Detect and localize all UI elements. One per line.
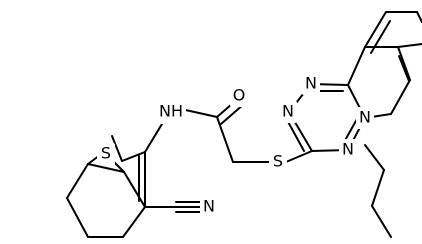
bond-propyl-2 <box>371 169 385 207</box>
bond-thiophene-c2-c3 <box>121 151 146 162</box>
triazine-n3-bg <box>339 139 357 161</box>
amide-nh-label: NH <box>159 102 183 121</box>
bond-indole-1 <box>347 46 366 86</box>
thioether-sulfur-bg <box>269 151 287 173</box>
bond-cyclohexane-3 <box>122 206 146 238</box>
carbonyl-oxygen-label: O <box>233 86 246 105</box>
bond-benzene-3 <box>416 11 422 23</box>
bond-propyl-3 <box>371 205 392 238</box>
triazine-n2-label: N <box>305 74 317 93</box>
bond-thiophene-nh <box>144 123 163 153</box>
triazine-n3-label: N <box>342 140 354 159</box>
triazino-indole-bonds <box>285 11 422 152</box>
bond-carbonyl-o-2 <box>220 103 245 125</box>
bond-propyl-1 <box>364 144 385 171</box>
bond-indole-4 <box>390 79 411 115</box>
bond-s-triazine <box>285 150 313 163</box>
bond-cyclohexane-5 <box>87 163 125 173</box>
bond-cyclohexane-4 <box>123 171 146 208</box>
triazine-n1-label: N <box>282 102 294 121</box>
amide-linker-bonds <box>144 96 313 163</box>
bond-benzene-double-2 <box>398 55 410 82</box>
triazine-n2-bg <box>302 73 320 95</box>
bond-triazine-double-1 <box>285 117 305 152</box>
bond-indole-3 <box>397 46 411 81</box>
bond-carbonyl-ch2 <box>216 116 234 163</box>
nitrile-nitrogen-bg <box>200 196 218 218</box>
bond-benzene-double-1 <box>370 20 391 54</box>
thiophene-sulfur-bg <box>97 143 115 165</box>
atom-labels: S NH O S N N N N N <box>97 73 374 218</box>
bond-cyclohexane-6 <box>66 163 89 199</box>
indole-nitrogen-bg <box>356 107 374 129</box>
propyl-bonds <box>364 144 392 238</box>
tetrahydrobenzothiophene-bonds <box>66 135 146 238</box>
indole-nitrogen-label: N <box>359 108 371 127</box>
thioether-sulfur-label: S <box>273 152 283 171</box>
bond-benzene-4 <box>397 43 422 48</box>
bond-nh-carbonyl <box>180 108 218 118</box>
thiophene-sulfur-label: S <box>101 144 111 163</box>
nitrile-bonds <box>144 201 204 213</box>
triazine-n1-bg <box>279 101 297 123</box>
bond-cyclohexane-1 <box>66 197 89 238</box>
bond-thiophene-s-c2 <box>111 135 123 162</box>
amide-nh-bg <box>156 100 186 124</box>
bond-benzene-1 <box>364 11 387 48</box>
nitrile-nitrogen-label: N <box>203 197 215 216</box>
carbonyl-oxygen-bg <box>230 85 248 107</box>
